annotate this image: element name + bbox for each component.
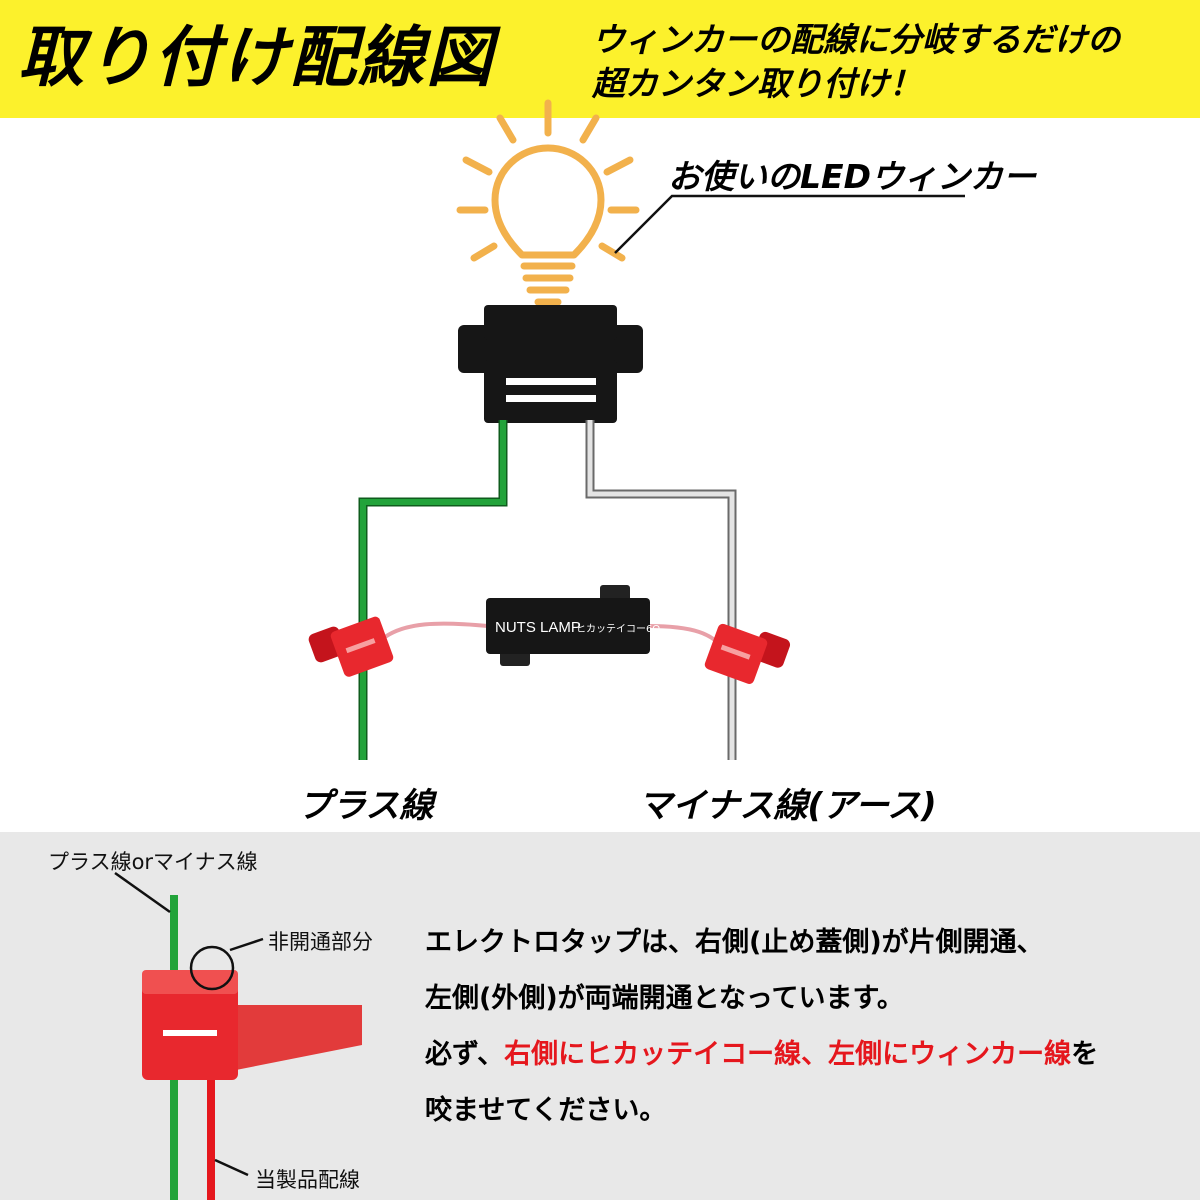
- electro-tap-left: [308, 616, 394, 677]
- nonconduct-label: 非開通部分: [268, 930, 373, 954]
- header-subtitle-line2: 超カンタン取り付け！: [592, 64, 922, 103]
- product-wire-label: 当製品配線: [255, 1168, 360, 1192]
- nonconduct-callout: [229, 937, 264, 952]
- page-title: 取り付け配線図: [18, 19, 494, 96]
- led-callout-line: [614, 194, 965, 254]
- header-subtitle: ウィンカーの配線に分岐するだけの 超カンタン取り付け！: [592, 18, 1152, 106]
- detail-wire-red: [207, 1025, 215, 1200]
- resistor-lead-left: [376, 621, 489, 645]
- desc-line-1: エレクトロタップは、右側(止め蓋側)が片側開通、: [425, 927, 1044, 958]
- desc-line-3-prefix: 必ず、: [425, 1039, 505, 1070]
- electro-tap-description: エレクトロタップは、右側(止め蓋側)が片側開通、 左側(外側)が両端開通となって…: [425, 915, 1098, 1139]
- plus-wire-label: プラス線: [298, 786, 434, 826]
- desc-line-3: 必ず、右側にヒカッテイコー線、左側にウィンカー線を: [425, 1027, 1098, 1083]
- desc-line-2: 左側(外側)が両端開通となっています。: [425, 983, 904, 1014]
- plus-wire: [358, 420, 508, 760]
- led-winker-label: お使いのLEDウィンカー: [668, 157, 1036, 196]
- minus-wire-label: マイナス線(アース): [638, 786, 937, 826]
- wire-label-callout: [114, 871, 171, 914]
- nonconduct-marker: [189, 945, 235, 991]
- detail-electro-tap: [142, 970, 362, 1080]
- desc-line-3-suffix: を: [1071, 1039, 1099, 1070]
- desc-line-4: 咬ませてください。: [425, 1095, 667, 1126]
- detail-wire-label: プラス線orマイナス線: [48, 850, 258, 874]
- bulb-icon: [456, 99, 640, 306]
- resistor-model-text: ヒカッテイコー6Ω: [576, 623, 660, 635]
- product-callout: [214, 1158, 249, 1177]
- bulb-socket: [458, 305, 643, 423]
- header-subtitle-line1: ウィンカーの配線に分岐するだけの: [592, 20, 1120, 59]
- header-banner: 取り付け配線図 ウィンカーの配線に分岐するだけの 超カンタン取り付け！: [0, 0, 1200, 118]
- resistor-module: NUTS LAMP ヒカッテイコー6Ω: [486, 585, 660, 666]
- electro-tap-right: [704, 623, 791, 684]
- desc-line-3-highlight: 右側にヒカッテイコー線、左側にウィンカー線: [504, 1039, 1072, 1070]
- resistor-brand-text: NUTS LAMP: [495, 619, 581, 636]
